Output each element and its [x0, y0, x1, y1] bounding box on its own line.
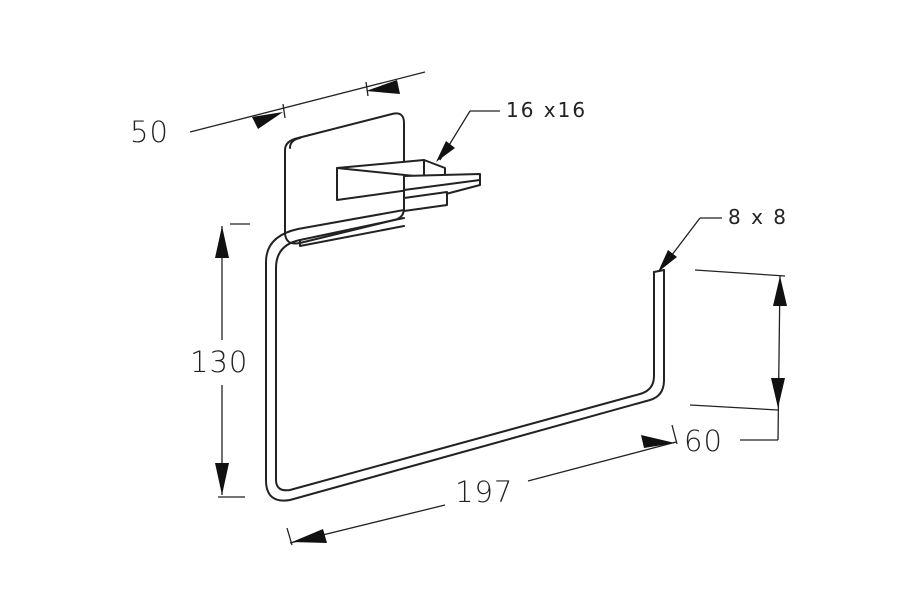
arrowhead [658, 250, 677, 272]
dimension-130: 130 [190, 223, 250, 498]
arrowhead [252, 112, 283, 129]
arrowhead [215, 463, 229, 495]
arrowhead [436, 141, 455, 162]
dimension-197: 197 [286, 424, 678, 546]
dimension-50: 50 [130, 71, 426, 149]
ring-rod [265, 209, 665, 502]
dimension-60: 60 [684, 269, 787, 458]
dim-label-130: 130 [190, 345, 248, 379]
leader-16x16: 16 x16 [436, 98, 587, 162]
arrowhead [641, 435, 675, 448]
leader-8x8: 8 x 8 [658, 205, 788, 272]
dim-label-8x8: 8 x 8 [728, 205, 788, 229]
dim-label-197: 197 [455, 475, 513, 509]
dim-label-50: 50 [130, 115, 169, 149]
arrowhead [215, 226, 229, 258]
square-bar [336, 159, 481, 212]
dim-label-60: 60 [684, 424, 723, 458]
arrowhead [773, 276, 787, 306]
arrowhead [771, 378, 785, 408]
arrowhead [366, 80, 400, 94]
dim-label-16x16: 16 x16 [506, 98, 587, 122]
arrowhead [292, 529, 327, 543]
